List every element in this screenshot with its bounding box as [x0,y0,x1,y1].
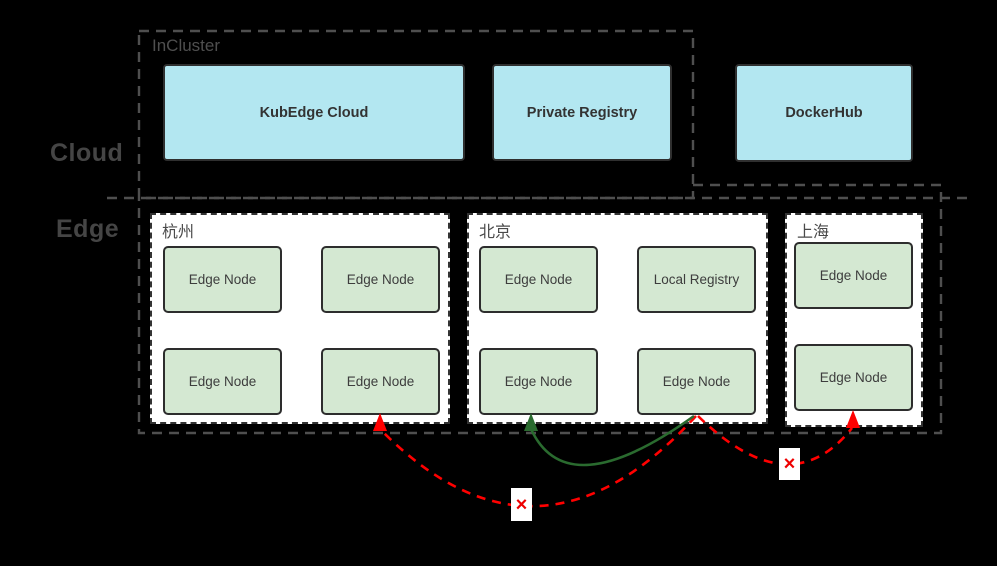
edge-node: Edge Node [321,348,440,415]
edge-node: Edge Node [479,246,598,313]
private-registry-box: Private Registry [492,64,672,161]
kubedge-cloud-box: KubEdge Cloud [163,64,465,161]
group-title-shanghai: 上海 [797,224,830,241]
blocked-cross-icon: × [511,488,532,521]
group-title-hangzhou: 杭州 [162,224,195,241]
edge-node: Edge Node [163,246,282,313]
blocked-connection-beijing-hangzhou [380,415,697,508]
cloud-section-label: Cloud [50,139,124,167]
incluster-label: InCluster [152,36,221,55]
blocked-cross-icon: × [779,448,800,480]
edge-group-hangzhou: 杭州 Edge Node Edge Node Edge Node Edge No… [150,213,450,424]
edge-node: Edge Node [794,242,913,309]
edge-group-beijing: 北京 Edge Node Local Registry Edge Node Ed… [467,213,768,424]
edge-section-label: Edge [56,215,120,243]
edge-node: Edge Node [163,348,282,415]
edge-group-shanghai: 上海 Edge Node Edge Node [785,213,923,427]
edge-node: Edge Node [794,344,913,411]
edge-node: Edge Node [479,348,598,415]
edge-node: Edge Node [637,348,756,415]
local-registry-node: Local Registry [637,246,756,313]
dockerhub-box: DockerHub [735,64,913,162]
group-title-beijing: 北京 [479,224,512,241]
edge-node: Edge Node [321,246,440,313]
